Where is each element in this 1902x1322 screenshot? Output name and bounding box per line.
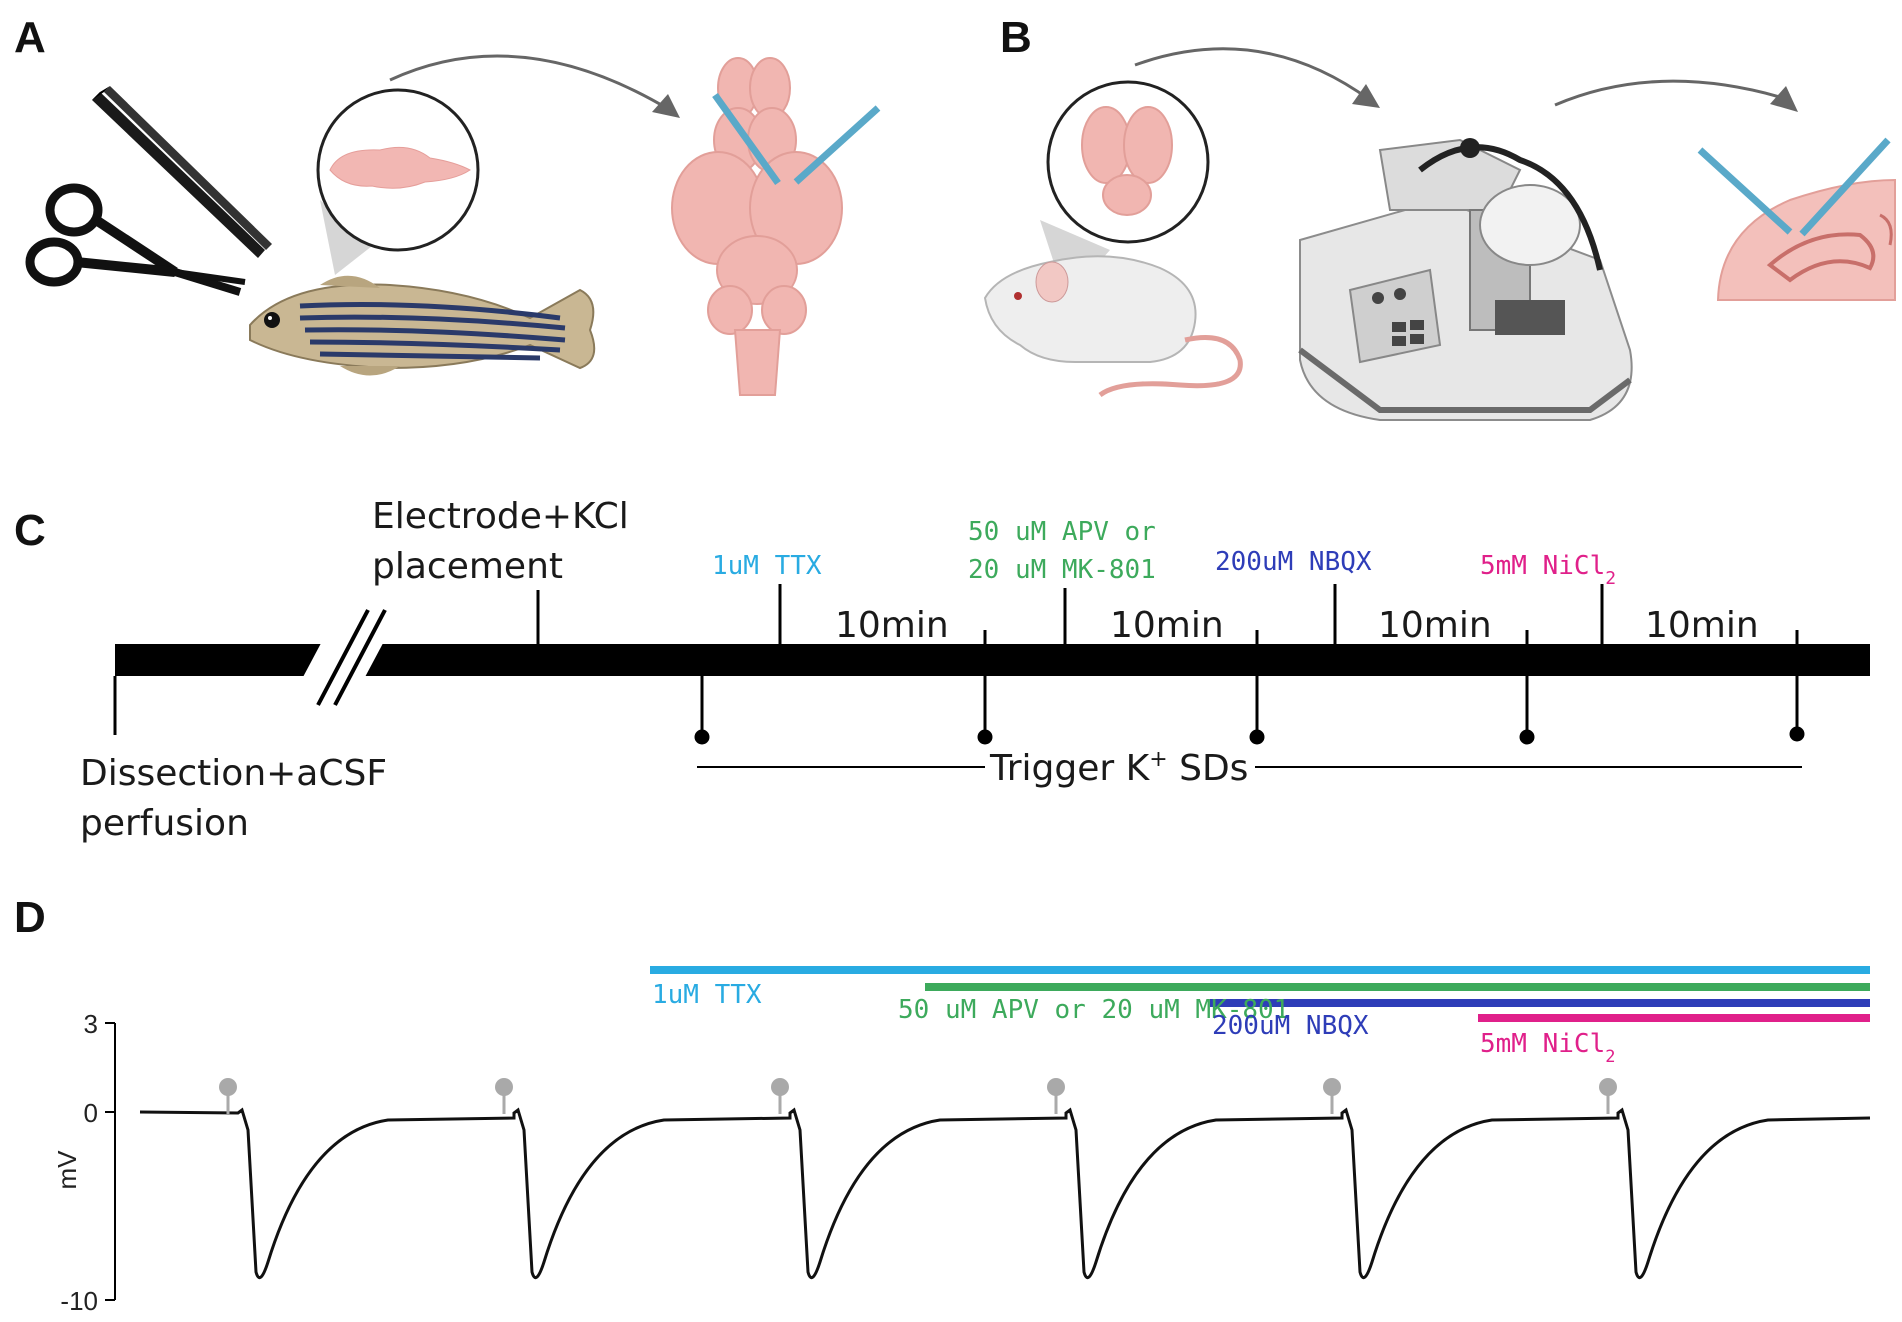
bar-apv <box>925 983 1870 991</box>
timeline-break <box>301 609 387 706</box>
interval-label-4: 10min <box>1645 605 1759 646</box>
drug-label-nicl: 5mM NiCl2 <box>1480 551 1616 589</box>
arrow-a <box>389 54 671 112</box>
mouse-brain-magnifier <box>1040 80 1210 300</box>
dissection-label-line1: Dissection+aCSF <box>80 753 387 794</box>
arrow-head-a <box>652 94 680 118</box>
vibratome-illustration <box>1298 138 1633 421</box>
panel-letter-b: B <box>1000 13 1032 62</box>
trigger-marker <box>1047 1078 1065 1096</box>
interval-label-2: 10min <box>1110 605 1224 646</box>
arrow-head-b1 <box>1352 84 1380 108</box>
interval-markers <box>983 630 1799 644</box>
panel-letter-c: C <box>14 506 46 555</box>
electrodes-a <box>712 92 881 186</box>
panel-letter-a: A <box>14 13 46 62</box>
scissors-illustration <box>25 183 246 296</box>
trigger-marker <box>495 1078 513 1096</box>
interval-label-3: 10min <box>1378 605 1492 646</box>
bar-ttx <box>650 966 1870 974</box>
electrode-label-line1: Electrode+KCl <box>372 496 629 537</box>
drug-label-apv-line1: 50 uM APV or <box>968 517 1156 547</box>
forceps-illustration <box>92 86 272 258</box>
voltage-trace <box>139 1107 1871 1280</box>
trigger-marker <box>771 1078 789 1096</box>
trigger-marker <box>1599 1078 1617 1096</box>
trigger-marker <box>1323 1078 1341 1096</box>
y-tick-label-neg10: -10 <box>60 1286 98 1316</box>
y-axis-label: mV <box>52 1150 82 1190</box>
bar-label-ttx: 1uM TTX <box>652 980 762 1010</box>
arrow-b1 <box>1134 47 1371 102</box>
bar-label-nbqx: 200uM NBQX <box>1212 1011 1369 1041</box>
arrow-b2 <box>1554 79 1791 107</box>
panel-letter-d: D <box>14 893 46 942</box>
mouse-illustration <box>983 255 1243 398</box>
electrodes-b <box>1697 137 1891 237</box>
timeline-bar <box>115 644 1870 676</box>
bar-nbqx <box>1210 999 1870 1007</box>
zebrafish-brain-illustration <box>671 57 843 396</box>
y-tick-label-3: 3 <box>84 1009 98 1039</box>
bar-label-nicl: 5mM NiCl2 <box>1480 1029 1615 1067</box>
zebrafish-illustration <box>249 275 596 376</box>
trace-trigger-markers <box>219 1078 1617 1114</box>
dissection-label-line2: perfusion <box>80 803 249 844</box>
bar-label-apv: 50 uM APV or 20 uM MK-801 <box>898 995 1289 1025</box>
interval-label-1: 10min <box>835 605 949 646</box>
y-tick-label-0: 0 <box>84 1098 98 1128</box>
drug-label-ttx: 1uM TTX <box>712 551 822 581</box>
drug-label-nbqx: 200uM NBQX <box>1215 547 1372 577</box>
fish-brain-magnifier <box>316 88 480 275</box>
trigger-marker <box>219 1078 237 1096</box>
trigger-pins <box>694 676 1805 745</box>
brain-slice-illustration <box>1716 178 1896 301</box>
trigger-label: Trigger K+ SDs <box>989 747 1248 789</box>
drug-label-apv-line2: 20 uM MK-801 <box>968 555 1156 585</box>
arrow-head-b2 <box>1770 86 1798 112</box>
electrode-label-line2: placement <box>372 546 563 587</box>
bar-nicl <box>1478 1014 1870 1022</box>
